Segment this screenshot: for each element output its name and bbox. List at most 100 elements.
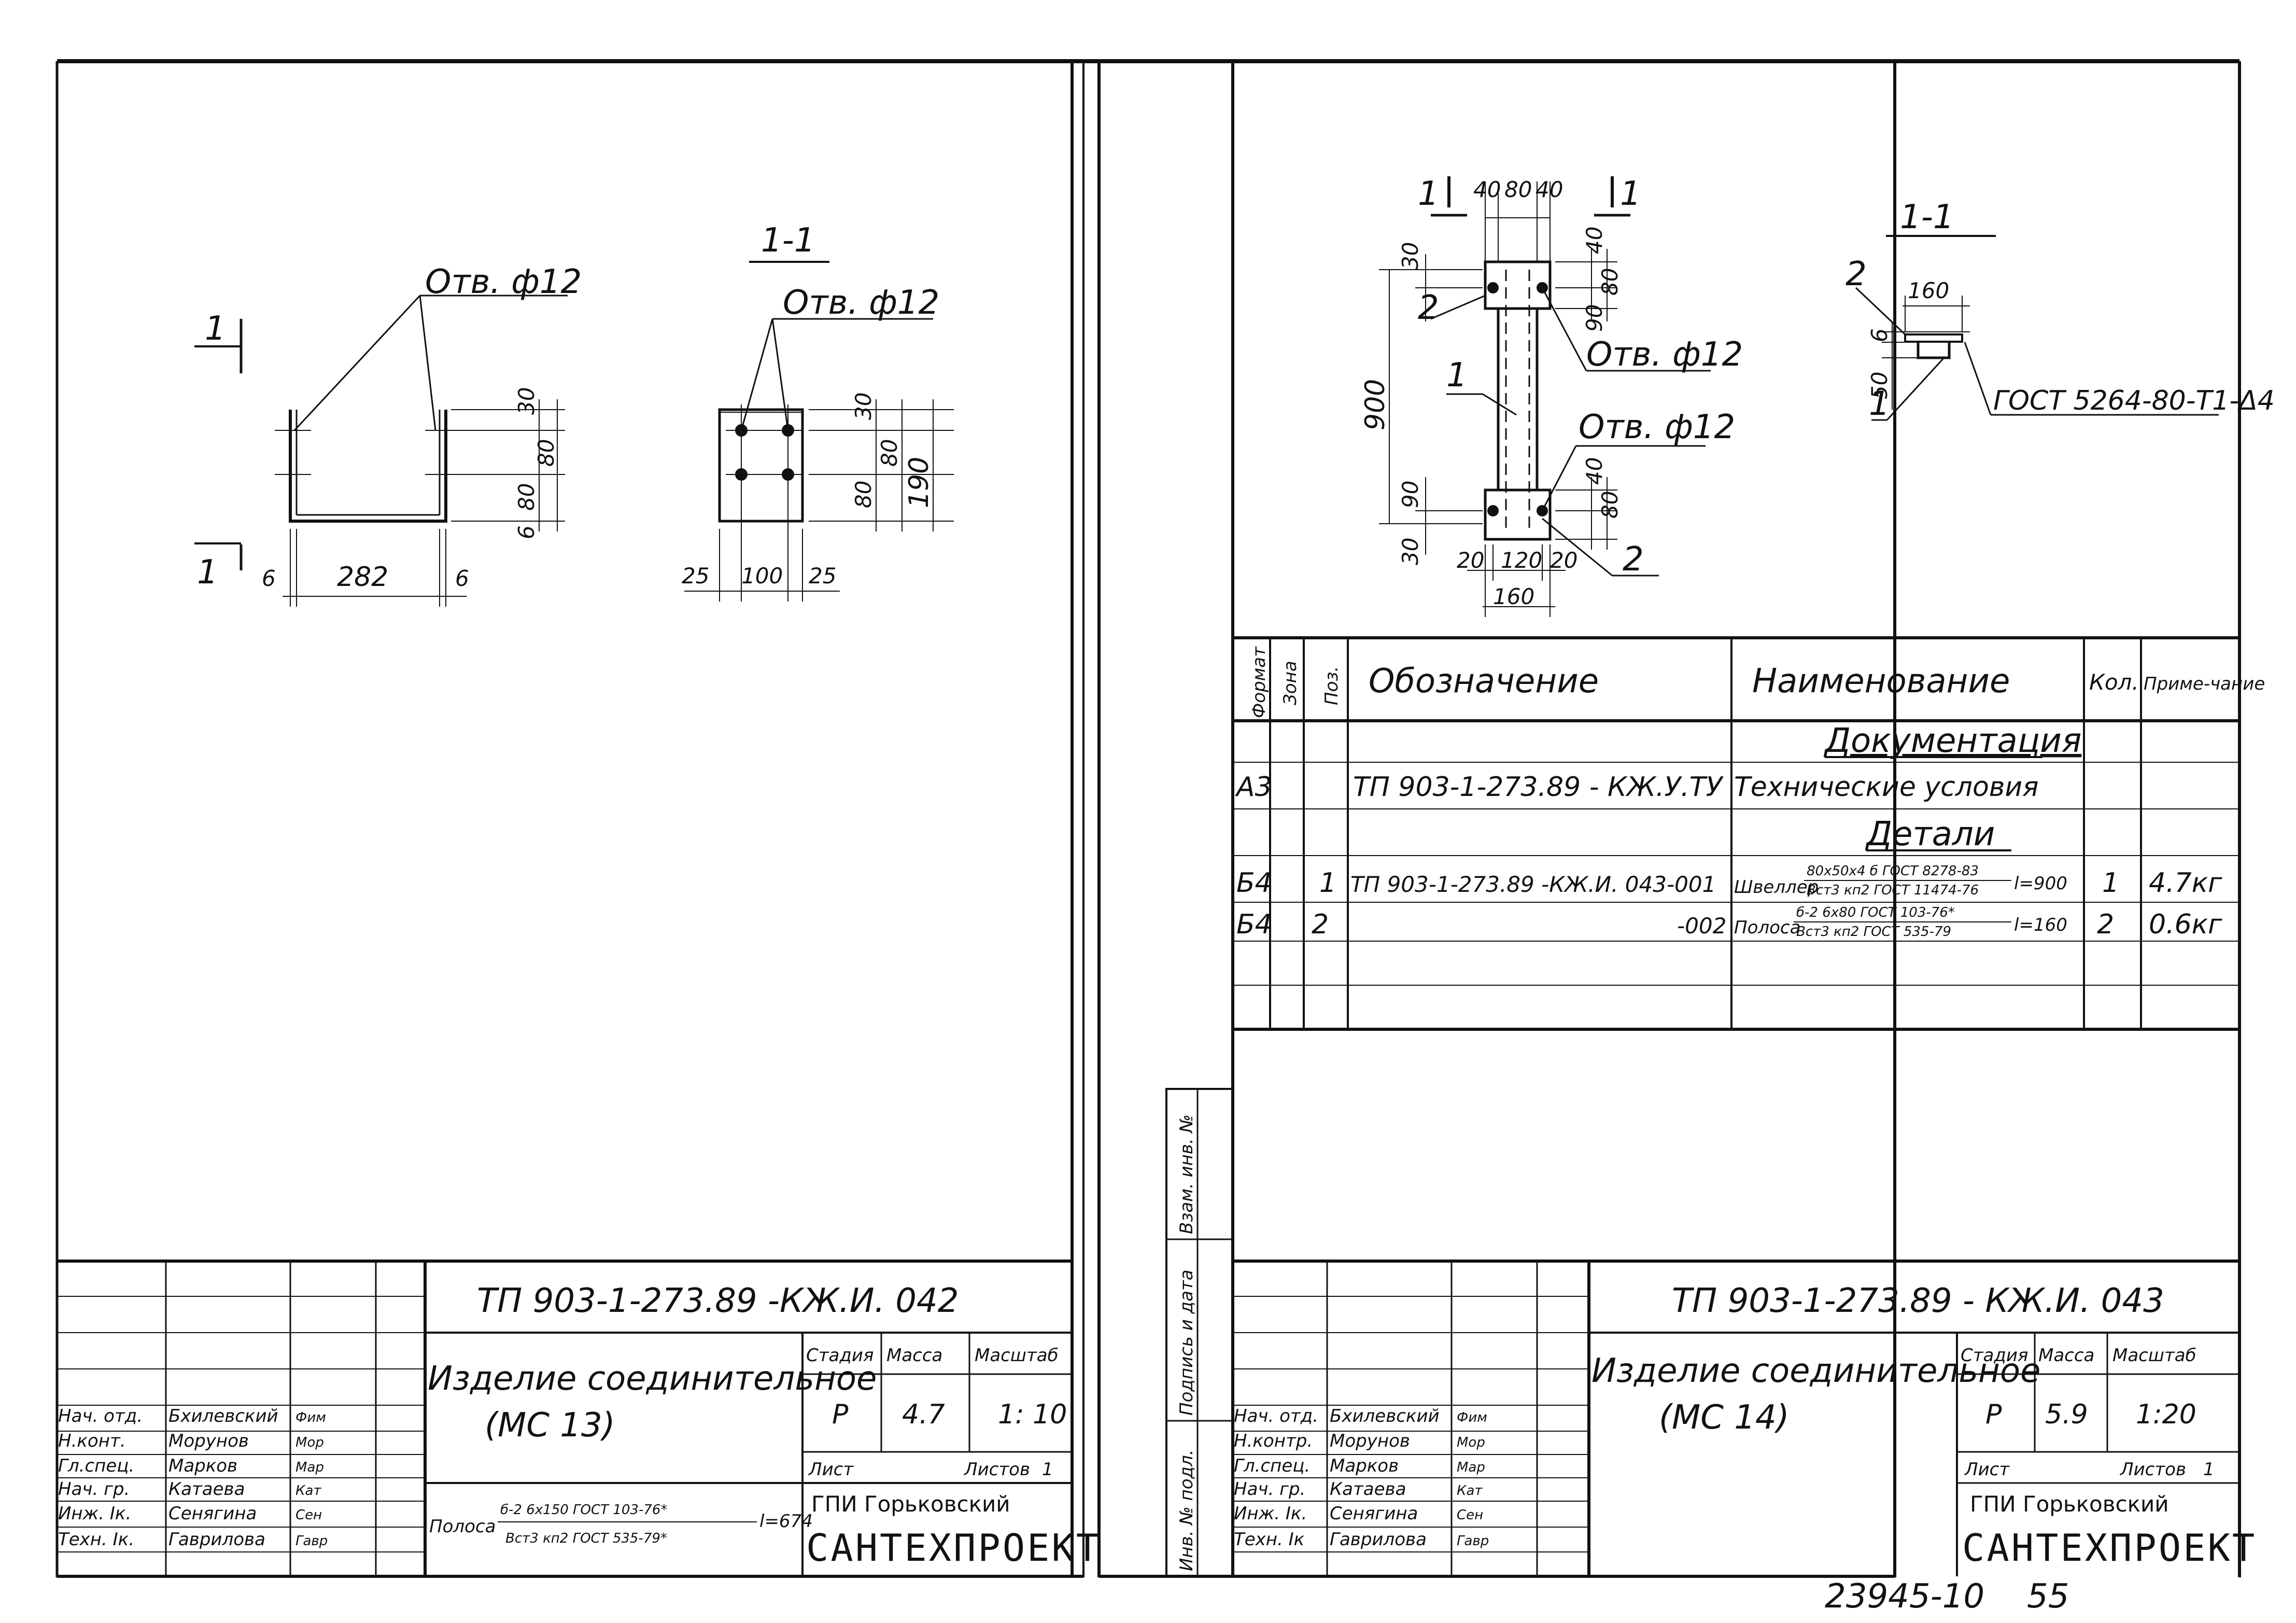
right-dim-t40a: 40 <box>1473 177 1501 202</box>
left-staff-role-1: Н.конт. <box>58 1431 126 1451</box>
right-staff-sign-1: Мор <box>1457 1435 1485 1450</box>
left-designation: ТП 903-1-273.89 -КЖ.И. 042 <box>477 1282 959 1320</box>
spec-section-parts: Детали <box>1865 815 1995 854</box>
left-staff-sign-0: Фим <box>295 1410 326 1425</box>
right-section-dim-160: 160 <box>1908 278 1949 303</box>
section-dim-30: 30 <box>851 393 876 420</box>
spec-header-qty: Кол. <box>2089 669 2139 695</box>
right-stage-header: Стадия <box>1961 1345 2028 1366</box>
side-stamp-replace: Взам. инв. № <box>1176 1114 1197 1234</box>
sheet-frames <box>55 59 1897 1578</box>
right-org-line1: ГПИ Горьковский <box>1970 1491 2169 1517</box>
left-sheets-label: Листов <box>963 1459 1030 1480</box>
left-stage-header: Стадия <box>806 1345 874 1366</box>
spec-row-2-name-prefix: Полоса <box>1734 917 1800 938</box>
spec-row-1-format: Б4 <box>1236 868 1272 899</box>
right-staff-name-1: Морунов <box>1330 1431 1410 1451</box>
right-scale-header: Масштаб <box>2112 1345 2196 1366</box>
right-stage: Р <box>1985 1399 2002 1430</box>
spec-header-name: Наименование <box>1752 662 2010 701</box>
right-elevation-drawing <box>1379 176 1711 617</box>
left-staff-sign-4: Сен <box>295 1507 322 1523</box>
left-staff-role-2: Гл.спец. <box>58 1456 134 1476</box>
left-stage: Р <box>832 1399 849 1430</box>
spec-row-1-name-bottom: Вст3 кп2 ГОСТ 11474-76 <box>1807 883 1979 898</box>
left-material-prefix: Полоса <box>429 1516 496 1537</box>
left-staff-rows: Нач. отд. Бхилевский Фим Н.конт. Морунов… <box>58 1406 328 1550</box>
right-staff-name-5: Гаврилова <box>1330 1529 1427 1550</box>
plan-section-mark-bottom: 1 <box>197 553 218 592</box>
right-dim-b160: 160 <box>1493 584 1534 609</box>
right-dim-r80b: 80 <box>1597 491 1623 519</box>
right-hole-label-bottom: Отв. ф12 <box>1579 408 1735 446</box>
spec-table-grid <box>1233 59 2241 1577</box>
right-section-pos1: 1 <box>1869 385 1890 423</box>
right-pos1-label: 1 <box>1446 356 1468 395</box>
left-staff-role-0: Нач. отд. <box>58 1406 143 1426</box>
left-name-line1: Изделие соединительное <box>428 1360 877 1398</box>
right-dim-b120: 120 <box>1501 548 1542 573</box>
left-staff-name-2: Марков <box>168 1456 237 1476</box>
section-dim-right: 25 <box>809 563 836 589</box>
plan-section-mark-top: 1 <box>205 310 226 348</box>
right-staff-sign-2: Мар <box>1457 1460 1485 1475</box>
spec-section-docs: Документация <box>1823 722 2081 760</box>
section-dim-80a: 80 <box>877 439 902 467</box>
left-staff-name-3: Катаева <box>168 1479 245 1500</box>
plan-dim-flange-right: 6 <box>455 566 469 591</box>
right-dim-h90a: 90 <box>1398 481 1423 508</box>
plan-dim-flange-left: 6 <box>262 566 276 591</box>
right-section-mark-right: 1 <box>1620 175 1641 213</box>
right-dim-h30b: 30 <box>1398 538 1423 565</box>
right-section-title: 1-1 <box>1900 198 1954 236</box>
spec-doc-name: Технические условия <box>1734 772 2039 803</box>
spec-row-2-format: Б4 <box>1236 909 1272 940</box>
left-plan-drawing <box>194 295 568 607</box>
right-section-pos2: 2 <box>1846 255 1867 293</box>
right-section-mark-left: 1 <box>1418 175 1439 213</box>
right-section-dim-6: 6 <box>1867 328 1892 342</box>
section-dim-190: 190 <box>904 457 935 508</box>
left-staff-sign-1: Мор <box>295 1435 324 1450</box>
spec-row-2-name-top: б-2 6x80 ГОСТ 103-76* <box>1796 905 1955 920</box>
left-material-top: б-2 6x150 ГОСТ 103-76* <box>500 1502 667 1518</box>
left-mass-header: Масса <box>886 1345 942 1366</box>
footer-page: 55 <box>2027 1577 2069 1616</box>
left-material-bottom: Вст3 кп2 ГОСТ 535-79* <box>505 1531 667 1546</box>
right-dim-r40b: 40 <box>1582 457 1607 485</box>
right-staff-name-3: Катаева <box>1330 1479 1406 1500</box>
spec-row-1-pos: 1 <box>1319 868 1336 899</box>
right-title-block-grid <box>1233 1260 2239 1576</box>
right-pos2-top: 2 <box>1418 289 1439 327</box>
right-mass-header: Масса <box>2038 1345 2094 1366</box>
spec-row-1-designation: ТП 903-1-273.89 -КЖ.И. 043-001 <box>1350 872 1716 897</box>
right-name-line1: Изделие соединительное <box>1591 1352 2040 1390</box>
spec-row-1-note: 4.7кг <box>2149 868 2222 899</box>
spec-row-1: Б4 1 ТП 903-1-273.89 -КЖ.И. 043-001 Швел… <box>1236 863 2222 899</box>
spec-row-2-pos: 2 <box>1312 909 1329 940</box>
left-section-drawing <box>684 261 954 601</box>
right-dim-r80a: 80 <box>1597 268 1623 296</box>
right-staff-rows: Нач. отд. Бхилевский Фим Н.контр. Моруно… <box>1234 1406 1489 1550</box>
right-designation: ТП 903-1-273.89 - КЖ.И. 043 <box>1672 1282 2164 1320</box>
right-pos2-bottom: 2 <box>1623 540 1644 579</box>
plan-dim-6: 6 <box>514 525 539 539</box>
spec-header-zone: Зона <box>1280 661 1301 705</box>
right-sheet-label: Лист <box>1964 1459 2010 1480</box>
right-dim-b20b: 20 <box>1550 548 1577 573</box>
spec-doc-designation: ТП 903-1-273.89 - КЖ.У.ТУ <box>1353 772 1724 803</box>
right-section-drawing <box>1855 235 2219 421</box>
right-staff-sign-0: Фим <box>1457 1410 1487 1425</box>
left-staff-name-5: Гаврилова <box>168 1529 265 1550</box>
right-staff-role-3: Нач. гр. <box>1234 1479 1305 1500</box>
left-scale-header: Масштаб <box>975 1345 1059 1366</box>
spec-row-1-name-top: 80x50x4 б ГОСТ 8278-83 <box>1807 863 1979 879</box>
spec-row-2-designation: -002 <box>1677 913 1726 939</box>
left-scale: 1: 10 <box>998 1399 1067 1430</box>
left-staff-role-4: Инж. Iк. <box>58 1503 131 1524</box>
right-staff-role-1: Н.контр. <box>1234 1431 1313 1451</box>
right-staff-role-0: Нач. отд. <box>1234 1406 1318 1426</box>
left-title-block-grid <box>57 1260 1072 1576</box>
right-org-line2: САНТЕХПРОЕКТ <box>1962 1526 2257 1570</box>
right-section-dim-50: 50 <box>1867 372 1892 399</box>
